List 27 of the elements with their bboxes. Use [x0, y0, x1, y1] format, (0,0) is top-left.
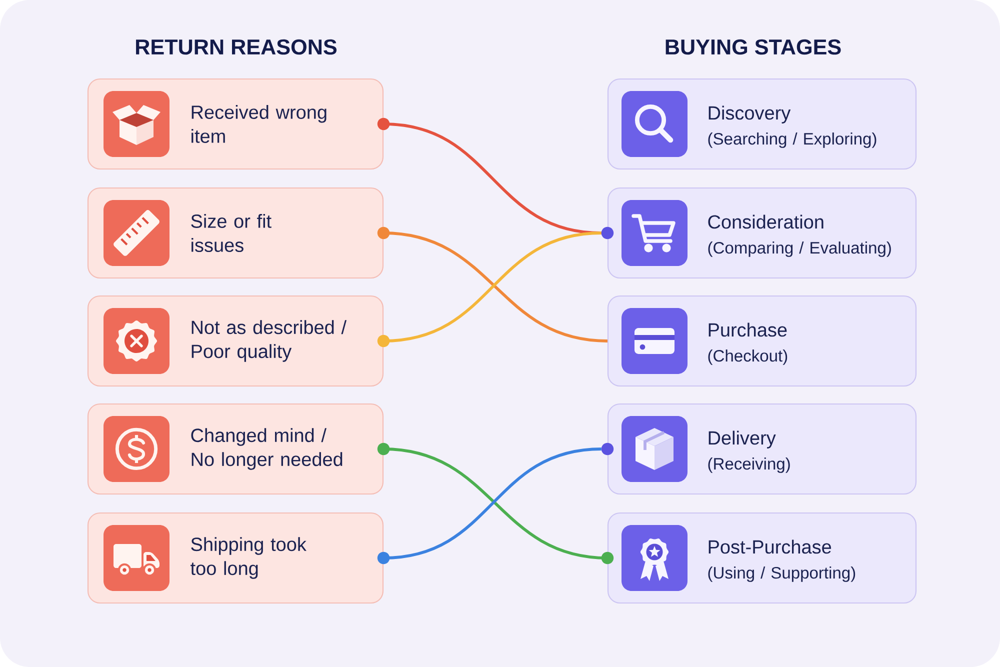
stage-description: (Searching / Exploring) [708, 132, 876, 148]
reason-card [87, 295, 384, 387]
reason-text: Received wrong item [192, 105, 326, 143]
reason-text: Changed mind / No longer needed [191, 428, 342, 470]
reason-text: Shipping took too long [190, 537, 306, 579]
stage-card [607, 403, 917, 495]
stage-description: (Using / Supporting) [708, 566, 856, 582]
reason-card [87, 512, 384, 604]
reason-text: Not as described / Poor quality [192, 320, 347, 362]
reason-card [87, 187, 384, 279]
column-heading: RETURN REASONS [136, 39, 337, 55]
stage-card [607, 187, 917, 279]
reason-card [87, 78, 384, 170]
stage-title: Consideration [708, 214, 824, 229]
column-heading: BUYING STAGES [666, 39, 841, 55]
stage-title: Purchase [708, 322, 787, 337]
stage-card [607, 295, 917, 387]
stage-description: (Receiving) [708, 458, 790, 473]
stage-card [607, 512, 917, 604]
stage-title: Post-Purchase [708, 540, 832, 554]
stage-card [607, 78, 917, 170]
stage-description: (Comparing / Evaluating) [708, 242, 891, 257]
reason-text: Size or fit issues [191, 214, 272, 252]
reason-card [87, 403, 384, 495]
stage-title: Delivery [708, 430, 776, 448]
stage-title: Discovery [708, 106, 791, 124]
stage-description: (Checkout) [708, 350, 788, 365]
